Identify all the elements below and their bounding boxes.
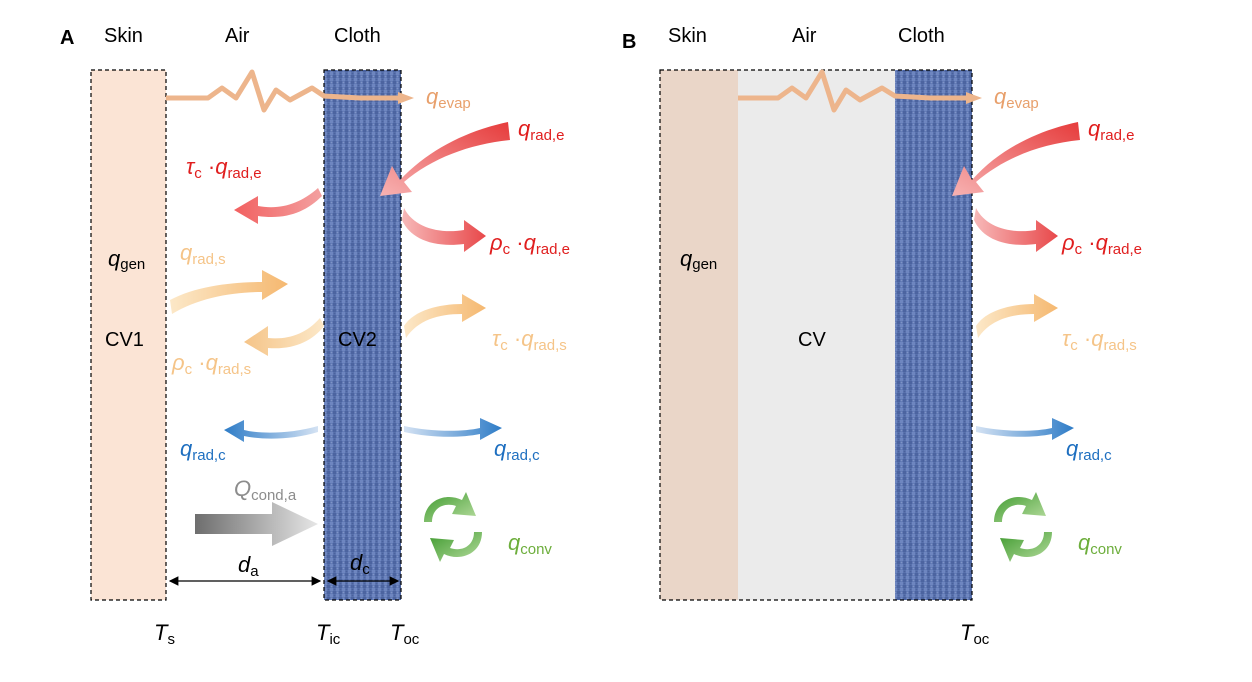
panel-a-q-gen-label: qgen	[108, 246, 145, 273]
panel-b-evap-path	[738, 69, 968, 113]
panel-a-q-cond-label: Qcond,a	[234, 476, 297, 504]
panel-a-q-rad-c-left-label: qrad,c	[180, 436, 226, 464]
panel-a-skin-layer	[90, 69, 167, 601]
panel-b-q-gen-label: qgen	[680, 246, 717, 273]
panel-a-rad-s-reflected-arrow	[244, 318, 324, 356]
panel-b-q-rad-c-label: qrad,c	[1066, 436, 1112, 464]
panel-a-cv1-label: CV1	[105, 329, 144, 351]
panel-b-toc-label: Toc	[960, 620, 990, 648]
panel-b-q-rad-e-label: qrad,e	[1088, 116, 1134, 144]
panel-b-skin-layer	[660, 70, 738, 600]
panel-b-letter: B	[622, 31, 636, 53]
panel-b-convection-icon	[994, 492, 1052, 562]
panel-a-rad-e-reflected-arrow	[402, 208, 486, 252]
panel-a-toc-label: Toc	[390, 620, 420, 648]
panel-b: B Skin Air Cloth qgen CV qevap qrad,e ρc…	[622, 25, 1142, 648]
panel-a-cloth-outline	[323, 69, 402, 601]
panel-a-dc-label: dc	[350, 550, 370, 578]
panel-b-q-evap-label: qevap	[994, 84, 1039, 112]
panel-a-rho-rad-s-label: ρc ·qrad,s	[171, 350, 251, 378]
panel-b-cv-label: CV	[798, 329, 826, 351]
panel-b-rho-rad-e-label: ρc ·qrad,e	[1061, 230, 1142, 258]
panel-a-tic-label: Tic	[316, 620, 341, 648]
panel-a-q-rad-s-label: qrad,s	[180, 240, 226, 268]
panel-b-rad-e-incoming-arrow	[952, 122, 1080, 196]
panel-b-rad-e-reflected-arrow	[974, 208, 1058, 252]
panel-a-rad-e-transmitted-arrow	[234, 188, 322, 224]
panel-b-skin-header: Skin	[668, 25, 707, 47]
panel-a-q-evap-label: qevap	[426, 84, 471, 112]
panel-a-rad-e-incoming-arrow	[380, 122, 510, 196]
panel-b-evap-arrowhead	[966, 92, 982, 104]
panel-a-evap-arrowhead	[398, 92, 414, 104]
panel-b-rad-c-arrow	[976, 418, 1074, 440]
panel-a-evap-path	[166, 69, 400, 113]
panel-a-rad-s-transmitted-arrow	[404, 294, 486, 338]
panel-a-q-conv-label: qconv	[508, 530, 552, 558]
panel-b-air-layer	[738, 70, 895, 600]
panel-a-cv2-label: CV2	[338, 329, 377, 351]
panel-a-tau-rad-s-label: τc ·qrad,s	[492, 326, 567, 354]
panel-a-air-header: Air	[225, 25, 250, 47]
panel-a-cloth-layer	[324, 70, 401, 600]
panel-a-convection-icon	[424, 492, 482, 562]
panel-a-rad-s-arrow	[170, 270, 288, 314]
panel-b-cloth-layer	[895, 70, 972, 600]
panel-a-rad-c-right-arrow	[404, 418, 502, 440]
panel-a: A Skin Air Cloth	[60, 25, 570, 648]
panel-a-ts-label: Ts	[154, 620, 175, 648]
panel-b-tau-rad-s-label: τc ·qrad,s	[1062, 326, 1137, 354]
panel-a-cloth-header: Cloth	[334, 25, 381, 47]
panel-a-skin-header: Skin	[104, 25, 143, 47]
panel-b-cv-outline	[659, 69, 973, 601]
panel-b-air-header: Air	[792, 25, 817, 47]
panel-a-q-rad-c-right-label: qrad,c	[494, 436, 540, 464]
panel-a-letter: A	[60, 27, 74, 49]
panel-b-q-conv-label: qconv	[1078, 530, 1122, 558]
panel-a-tau-rad-e-label: τc ·qrad,e	[186, 154, 262, 182]
panel-a-q-rad-e-label: qrad,e	[518, 116, 564, 144]
panel-b-cloth-header: Cloth	[898, 25, 945, 47]
panel-a-da-label: da	[238, 552, 259, 580]
panel-a-rho-rad-e-label: ρc ·qrad,e	[489, 230, 570, 258]
panel-b-rad-s-transmitted-arrow	[976, 294, 1058, 338]
panel-a-conduction-arrow	[195, 502, 318, 546]
panel-a-rad-c-left-arrow	[224, 420, 318, 442]
